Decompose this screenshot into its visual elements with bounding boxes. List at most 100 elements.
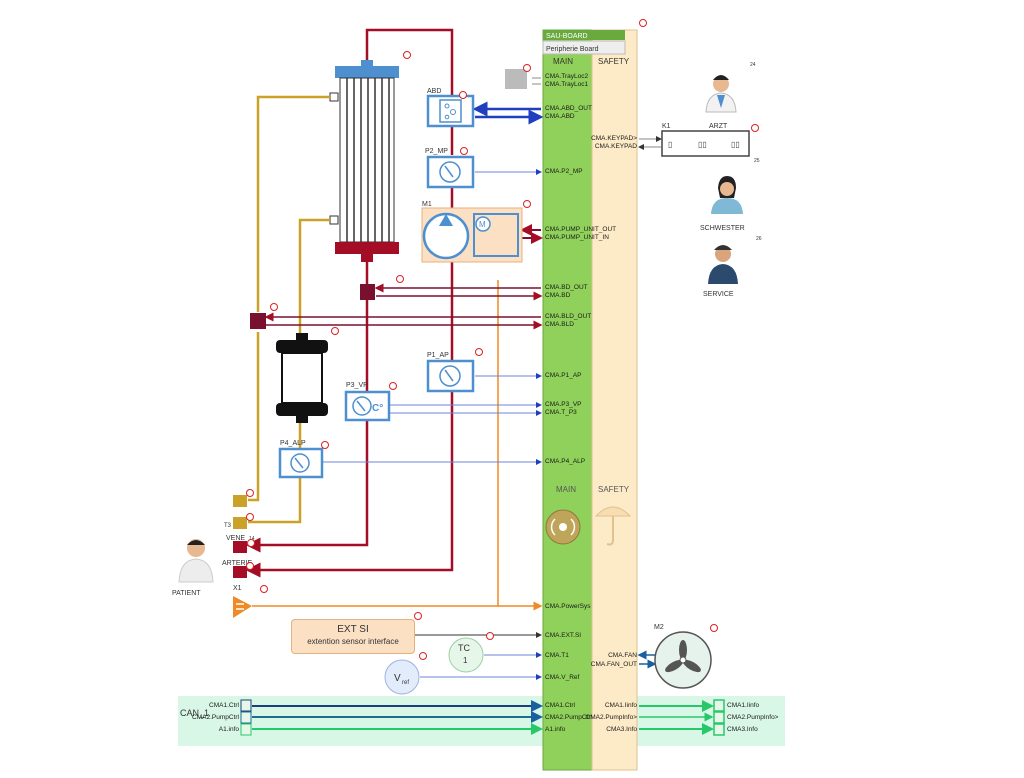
- tray-sensor[interactable]: [505, 69, 527, 89]
- port-extsi[interactable]: CMA.EXT.SI: [545, 632, 581, 639]
- vene-label: VENE: [226, 535, 245, 542]
- safety-header-lower: SAFETY: [598, 485, 630, 494]
- port-c3info[interactable]: CMA3.Info: [606, 726, 637, 733]
- can-left-l2: CMA2.PumpCtrl: [192, 714, 240, 721]
- board-title-bar: [543, 30, 625, 40]
- badge-5: [523, 200, 531, 208]
- dialyzer-top-port: [361, 60, 373, 68]
- port-tray1[interactable]: CMA.TrayLoc1: [545, 81, 588, 88]
- p4-alp-sensor[interactable]: P4_ALP: [278, 440, 324, 479]
- port-t1[interactable]: CMA.T1: [545, 652, 569, 659]
- bd-detector[interactable]: [360, 284, 375, 300]
- port-c1ctrl[interactable]: CMA1.Ctrl: [545, 702, 576, 709]
- badge-9: [331, 327, 339, 335]
- p3-vp-sensor[interactable]: P3_VP C°: [344, 382, 391, 422]
- port-c2pump[interactable]: CMA2.PumpCtrl: [545, 714, 593, 721]
- badge-2: [403, 51, 411, 59]
- keypad-key-2[interactable]: ▯▯: [698, 140, 707, 149]
- dialysate-port-t3[interactable]: [233, 517, 247, 529]
- port-pu_in[interactable]: CMA.PUMP_UNIT_IN: [545, 234, 609, 241]
- port-p4alp[interactable]: CMA.P4_ALP: [545, 458, 585, 465]
- port-a1info[interactable]: A1.info: [545, 726, 566, 733]
- port-abd[interactable]: CMA.ABD: [545, 113, 575, 120]
- safety-header: SAFETY: [598, 57, 630, 66]
- arterie-port[interactable]: [233, 566, 247, 578]
- main-header-lower: MAIN: [556, 485, 576, 494]
- board-subtitle-box: [542, 40, 626, 55]
- port-c1info[interactable]: CMA1.Iinfo: [605, 702, 638, 709]
- p1-ap-sensor[interactable]: P1_AP: [426, 352, 475, 393]
- badge-16: [414, 612, 422, 620]
- badge-19: [710, 624, 718, 632]
- main-signal-icon-waves: [550, 518, 576, 536]
- badge-6: [396, 275, 404, 283]
- can-left-connectors: [240, 699, 252, 736]
- arzt-number: 24: [750, 62, 756, 68]
- motor-icon: [475, 216, 491, 232]
- keypad-key-3[interactable]: ▯▯: [731, 140, 740, 149]
- badge-10: [270, 303, 278, 311]
- ext-si-title: EXT SI: [337, 624, 369, 635]
- filter-canister: [276, 333, 328, 423]
- port-bld[interactable]: CMA.BLD: [545, 321, 574, 328]
- port-bld_out[interactable]: CMA.BLD_OUT: [545, 313, 591, 320]
- can-right-r3: CMA3.Info: [727, 726, 758, 733]
- port-vref[interactable]: CMA.V_Ref: [545, 674, 580, 681]
- dialyzer-body: [339, 77, 395, 243]
- board-safety-column: [591, 29, 638, 771]
- vene-port[interactable]: [233, 541, 247, 553]
- dialyzer-side-port-top: [329, 92, 339, 102]
- m1-pump-unit[interactable]: M1 M: [421, 201, 523, 263]
- can-left-l3: A1.info: [219, 726, 240, 733]
- port-p1ap[interactable]: CMA.P1_AP: [545, 372, 582, 379]
- dialysate-port-1[interactable]: [233, 495, 247, 507]
- badge-22: [247, 539, 255, 547]
- tc-sensor[interactable]: TC 1: [448, 637, 484, 673]
- port-c2pinfo[interactable]: CMA2.PumpInfo>: [586, 714, 638, 721]
- arzt-label: ARZT: [709, 123, 728, 130]
- bld-detector[interactable]: [250, 313, 266, 329]
- fan-blades-icon: [665, 640, 701, 673]
- p2-mp-sensor[interactable]: P2_MP: [425, 148, 475, 189]
- port-pu_out[interactable]: CMA.PUMP_UNIT_OUT: [545, 226, 616, 233]
- port-keypad[interactable]: CMA.KEYPAD: [595, 143, 637, 150]
- keypad-arzt[interactable]: K1 ARZT ▯ ▯▯ ▯▯: [661, 123, 750, 157]
- doctor-avatar: [705, 75, 737, 113]
- port-p3vp[interactable]: CMA.P3_VP: [545, 401, 582, 408]
- port-bd[interactable]: CMA.BD: [545, 292, 571, 299]
- port-p2mp[interactable]: CMA.P2_MP: [545, 168, 583, 175]
- p3-label: P3_VP: [346, 382, 368, 389]
- p4-label: P4_ALP: [280, 440, 306, 447]
- temperature-glyph: C°: [372, 403, 383, 414]
- port-keypad_out[interactable]: CMA.KEYPAD>: [591, 135, 637, 142]
- can-right-r1: CMA1.Iinfo: [727, 702, 760, 709]
- port-tp3[interactable]: CMA.T_P3: [545, 409, 577, 416]
- tc-top-label: TC: [458, 643, 470, 653]
- main-header: MAIN: [553, 57, 573, 66]
- schwester-label: SCHWESTER: [700, 225, 745, 232]
- m2-fan[interactable]: M2: [654, 624, 712, 689]
- power-connector-icon[interactable]: [233, 596, 252, 618]
- badge-21: [523, 64, 531, 72]
- x1-label: X1: [233, 585, 242, 592]
- board-main-column: [542, 29, 593, 771]
- port-bd_out[interactable]: CMA.BD_OUT: [545, 284, 588, 291]
- port-abd_out[interactable]: CMA.ABD_OUT: [545, 105, 592, 112]
- patient-label: PATIENT: [172, 590, 201, 597]
- ext-si-module[interactable]: EXT SI extention sensor interface: [291, 619, 415, 654]
- nurse-avatar: [711, 176, 743, 214]
- signal-lines: [252, 77, 714, 735]
- badge-17: [486, 632, 494, 640]
- keypad-key-1[interactable]: ▯: [668, 140, 672, 149]
- port-fan[interactable]: CMA.FAN: [608, 652, 637, 659]
- port-power[interactable]: CMA.PowerSys: [545, 603, 591, 610]
- can-bus-label: CAN_1: [180, 708, 209, 718]
- vref-source[interactable]: V ref: [384, 659, 420, 695]
- port-tray2[interactable]: CMA.TrayLoc2: [545, 73, 588, 80]
- vene-number: 14: [249, 536, 255, 542]
- port-fan_out[interactable]: CMA.FAN_OUT: [591, 661, 637, 668]
- main-signal-icon-core: [559, 523, 567, 531]
- k1-label: K1: [662, 123, 671, 130]
- dialyzer-top-cap: [335, 66, 399, 78]
